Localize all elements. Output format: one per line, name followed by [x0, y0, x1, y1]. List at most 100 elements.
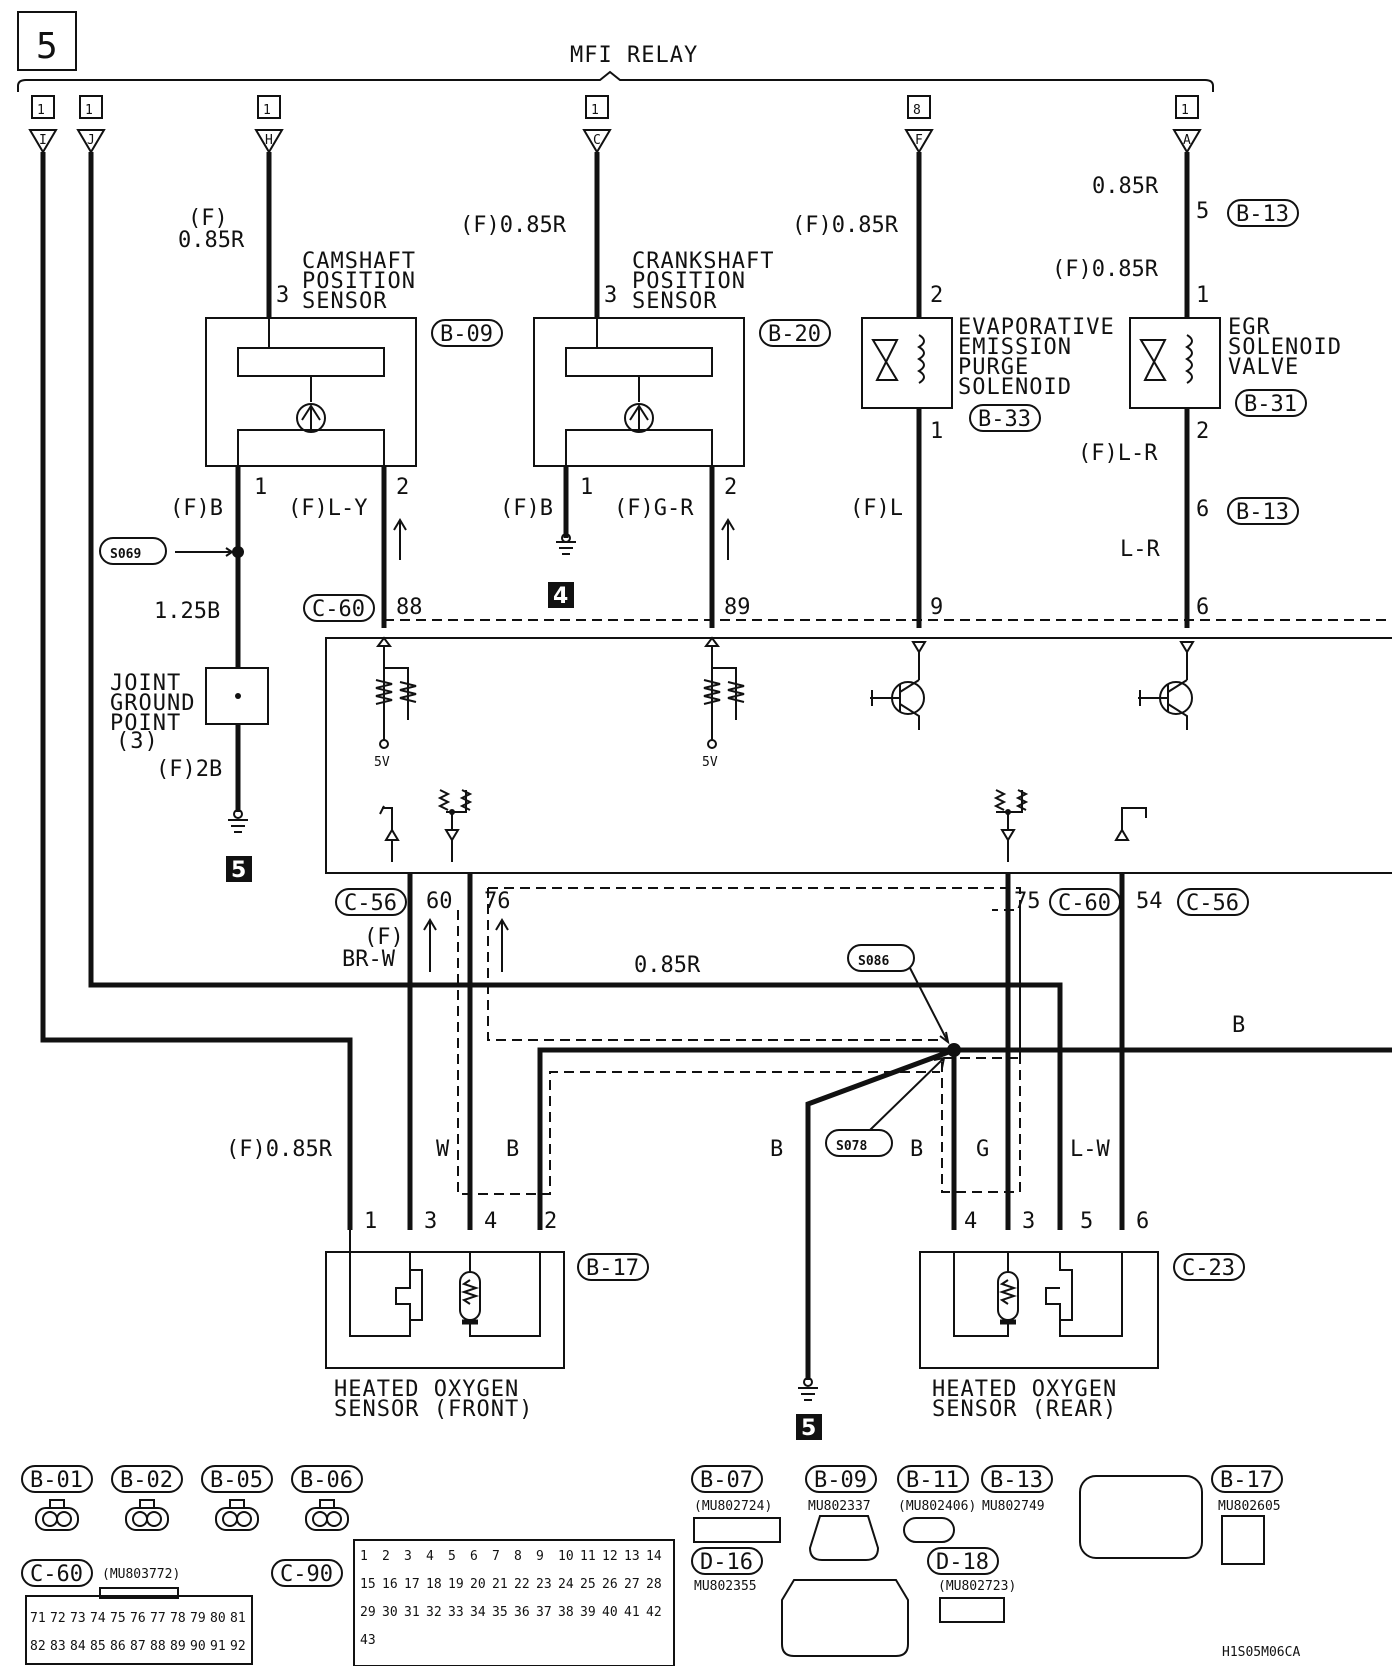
c90-pin: 12 [602, 1549, 618, 1564]
svg-text:1: 1 [263, 103, 271, 118]
svg-text:86: 86 [110, 1639, 126, 1654]
svg-text:B-07: B-07 [700, 1468, 753, 1493]
svg-text:(F)L-Y: (F)L-Y [288, 496, 367, 521]
svg-text:W: W [436, 1137, 450, 1162]
svg-text:C-56: C-56 [1186, 891, 1239, 916]
svg-text:B: B [770, 1137, 783, 1162]
svg-text:(F)0.85R: (F)0.85R [792, 213, 899, 238]
svg-text:1: 1 [580, 475, 593, 500]
figure-code: H1S05M06CA [1222, 1645, 1300, 1660]
svg-text:75: 75 [110, 1611, 126, 1626]
relay-terminal-i: 1 I [28, 95, 58, 154]
svg-text:HEATED OXYGEN: HEATED OXYGEN [932, 1377, 1117, 1402]
c90-pin: 3 [404, 1549, 412, 1564]
c90-pin: 28 [646, 1577, 662, 1592]
svg-text:S086: S086 [858, 954, 889, 969]
svg-text:90: 90 [190, 1639, 206, 1654]
c90-pin: 29 [360, 1605, 376, 1620]
c90-pin: 6 [470, 1549, 478, 1564]
svg-text:POSITION: POSITION [632, 269, 746, 294]
c90-pin: 2 [382, 1549, 390, 1564]
ecu-transistor-6 [1138, 641, 1195, 730]
svg-text:B-31: B-31 [1244, 392, 1297, 417]
svg-text:74: 74 [90, 1611, 106, 1626]
svg-text:2: 2 [930, 283, 943, 308]
ecu-input-89 [703, 636, 745, 749]
svg-text:MU802355: MU802355 [694, 1579, 757, 1594]
c90-pin: 13 [624, 1549, 640, 1564]
s086-tag [847, 944, 915, 972]
svg-text:B-09: B-09 [814, 1468, 867, 1493]
svg-text:4: 4 [553, 584, 568, 609]
c90-pin: 20 [470, 1577, 486, 1592]
svg-text:A: A [1183, 133, 1191, 148]
svg-text:B-05: B-05 [210, 1468, 263, 1493]
ecu-transistor-9 [870, 641, 927, 730]
ecu-input-88 [375, 636, 417, 749]
c90-pin: 32 [426, 1605, 442, 1620]
svg-text:1: 1 [254, 475, 267, 500]
svg-text:B-11: B-11 [906, 1468, 959, 1493]
svg-text:(F)0.85R: (F)0.85R [1052, 257, 1159, 282]
svg-text:(MU802724): (MU802724) [694, 1499, 772, 1514]
c90-pin: 16 [382, 1577, 398, 1592]
svg-text:B-17: B-17 [1220, 1468, 1273, 1493]
ecu-box [325, 637, 1392, 874]
crankshaft-sensor-box [533, 317, 745, 467]
svg-text:54: 54 [1136, 889, 1163, 914]
svg-text:1: 1 [591, 103, 599, 118]
svg-text:(F)B: (F)B [500, 496, 553, 521]
svg-text:80: 80 [210, 1611, 226, 1626]
c90-pin: 26 [602, 1577, 618, 1592]
svg-text:I: I [39, 133, 47, 148]
svg-text:2: 2 [1196, 419, 1209, 444]
svg-text:3: 3 [1022, 1209, 1035, 1234]
svg-text:3: 3 [276, 283, 289, 308]
c90-pin: 1 [360, 1549, 368, 1564]
camshaft-sensor-box [205, 317, 417, 467]
mfi-relay-bracket [17, 70, 1214, 92]
svg-text:B: B [910, 1137, 923, 1162]
relay-terminal-c: 1 C [582, 95, 612, 154]
svg-text:C-60: C-60 [312, 597, 365, 622]
svg-text:B-09: B-09 [440, 322, 493, 347]
wire-relay-j [88, 152, 1063, 1230]
svg-text:(MU802723): (MU802723) [938, 1579, 1016, 1594]
svg-text:(F)2B: (F)2B [156, 757, 222, 782]
c90-pin: 34 [470, 1605, 486, 1620]
svg-text:0.85R: 0.85R [634, 953, 701, 978]
svg-text:(F): (F) [188, 206, 228, 231]
svg-text:(MU802406): (MU802406) [898, 1499, 976, 1514]
svg-text:71: 71 [30, 1611, 46, 1626]
wire-b-bus [537, 1047, 1392, 1230]
svg-text:C-90: C-90 [280, 1562, 333, 1587]
ref-mark-4 [548, 582, 574, 608]
c90-pin: 14 [646, 1549, 662, 1564]
svg-text:SENSOR: SENSOR [302, 289, 387, 314]
svg-text:88: 88 [150, 1639, 166, 1654]
svg-text:H: H [265, 133, 273, 148]
svg-text:B-01: B-01 [30, 1468, 83, 1493]
svg-text:6: 6 [1196, 497, 1209, 522]
svg-text:6: 6 [1196, 595, 1209, 620]
svg-text:B-02: B-02 [120, 1468, 173, 1493]
c90-pin: 10 [558, 1549, 574, 1564]
svg-text:76: 76 [484, 889, 511, 914]
svg-text:4: 4 [964, 1209, 977, 1234]
c90-pin: 43 [360, 1633, 376, 1648]
ecu-heater-driver-54 [1114, 807, 1147, 841]
svg-text:78: 78 [170, 1611, 186, 1626]
svg-text:(3): (3) [116, 729, 159, 754]
svg-text:MU802749: MU802749 [982, 1499, 1045, 1514]
svg-text:C-60: C-60 [30, 1562, 83, 1587]
svg-text:8: 8 [913, 103, 921, 118]
s078-tag [825, 1129, 893, 1157]
c90-pin: 5 [448, 1549, 456, 1564]
svg-text:B-13: B-13 [1236, 202, 1289, 227]
svg-text:(MU803772): (MU803772) [102, 1567, 180, 1582]
svg-text:5: 5 [801, 1416, 816, 1441]
c90-pin: 22 [514, 1577, 530, 1592]
svg-text:91: 91 [210, 1639, 226, 1654]
